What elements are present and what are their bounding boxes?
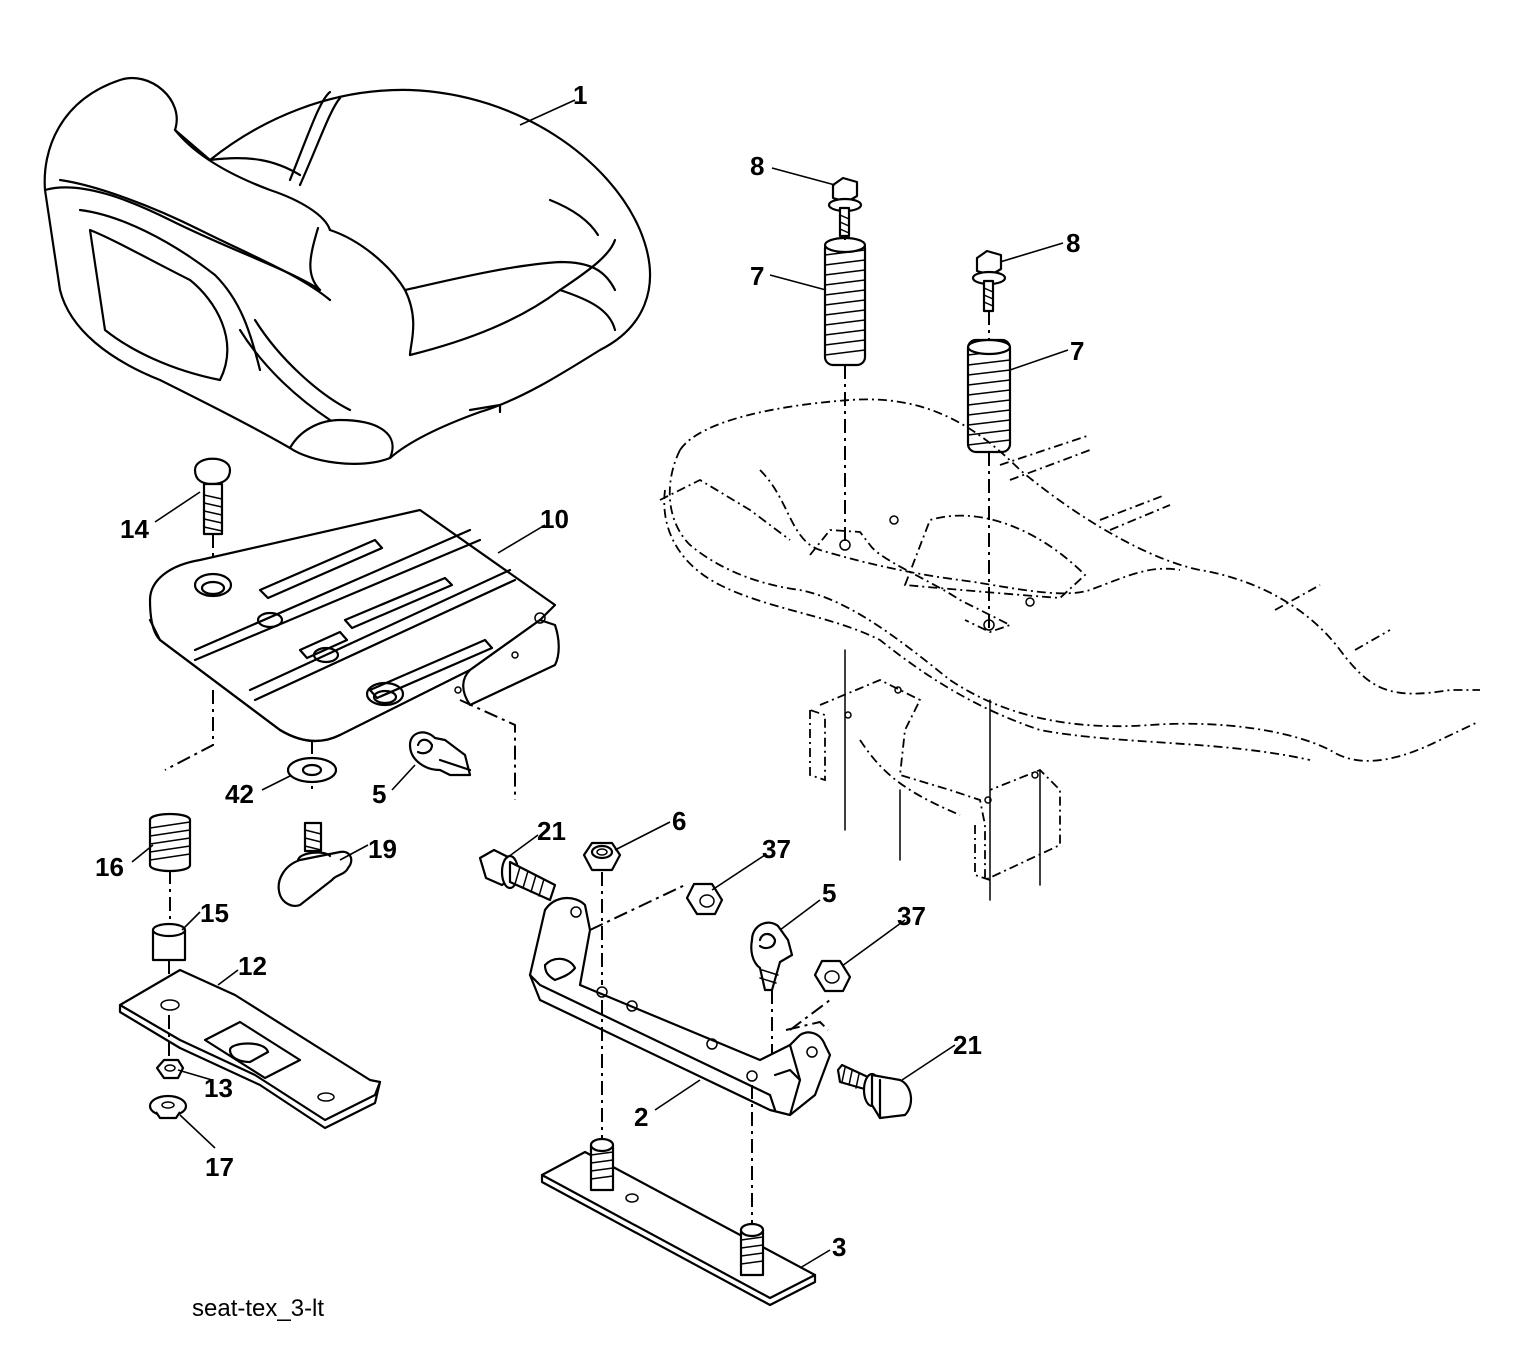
diagram-caption: seat-tex_3-lt xyxy=(192,1295,324,1322)
callout-7: 7 xyxy=(750,261,764,291)
spring-icon xyxy=(148,812,192,873)
flange-bolt-icon xyxy=(827,176,863,238)
callout-10: 10 xyxy=(540,504,569,534)
washer-icon xyxy=(286,756,338,784)
callout-16: 16 xyxy=(95,852,124,882)
base-plate-icon xyxy=(540,1137,817,1307)
spring-icon xyxy=(966,338,1012,454)
callout-8: 8 xyxy=(750,151,764,181)
hex-nut-icon xyxy=(582,841,622,872)
callout-8: 8 xyxy=(1066,228,1080,258)
callout-12: 12 xyxy=(238,951,267,981)
callout-14: 14 xyxy=(120,514,149,544)
frame-bracket-outline xyxy=(809,649,1061,901)
spring-icon xyxy=(823,236,867,367)
hex-nut-icon xyxy=(685,882,724,916)
tractor-frame-outline xyxy=(659,398,1480,762)
wire-clip-icon xyxy=(750,921,794,992)
callout-37: 37 xyxy=(897,901,926,931)
spacer-icon xyxy=(151,922,187,962)
callout-5: 5 xyxy=(822,878,836,908)
shoulder-bolt-icon xyxy=(478,848,557,902)
callout-37: 37 xyxy=(762,834,791,864)
shoulder-bolt-icon xyxy=(836,1063,913,1120)
callout-2: 2 xyxy=(634,1102,648,1132)
seat-bracket-icon xyxy=(528,897,832,1117)
callout-19: 19 xyxy=(368,834,397,864)
lock-nut-icon xyxy=(155,1058,185,1080)
hex-nut-icon xyxy=(813,959,852,993)
seat-pan-icon xyxy=(148,508,560,743)
callout-21: 21 xyxy=(537,816,566,846)
carriage-bolt-icon xyxy=(193,457,232,536)
callout-17: 17 xyxy=(205,1152,234,1182)
callout-13: 13 xyxy=(204,1073,233,1103)
callout-21: 21 xyxy=(953,1030,982,1060)
callout-15: 15 xyxy=(200,898,229,928)
callout-42: 42 xyxy=(225,779,254,809)
callout-1: 1 xyxy=(573,80,587,110)
callout-labels: 1 8 8 7 7 14 10 42 5 16 19 21 6 37 5 37 … xyxy=(95,80,1084,1262)
slide-plate-icon xyxy=(118,968,382,1130)
flange-bolt-icon xyxy=(971,249,1007,313)
wing-knob-icon xyxy=(277,821,353,907)
callout-3: 3 xyxy=(832,1232,846,1262)
callout-5: 5 xyxy=(372,779,386,809)
callout-7: 7 xyxy=(1070,336,1084,366)
callout-6: 6 xyxy=(672,806,686,836)
seat-icon xyxy=(43,77,651,465)
leader-lines xyxy=(131,99,1069,1269)
flange-nut-icon xyxy=(148,1094,188,1120)
wire-clip-icon xyxy=(408,731,472,777)
